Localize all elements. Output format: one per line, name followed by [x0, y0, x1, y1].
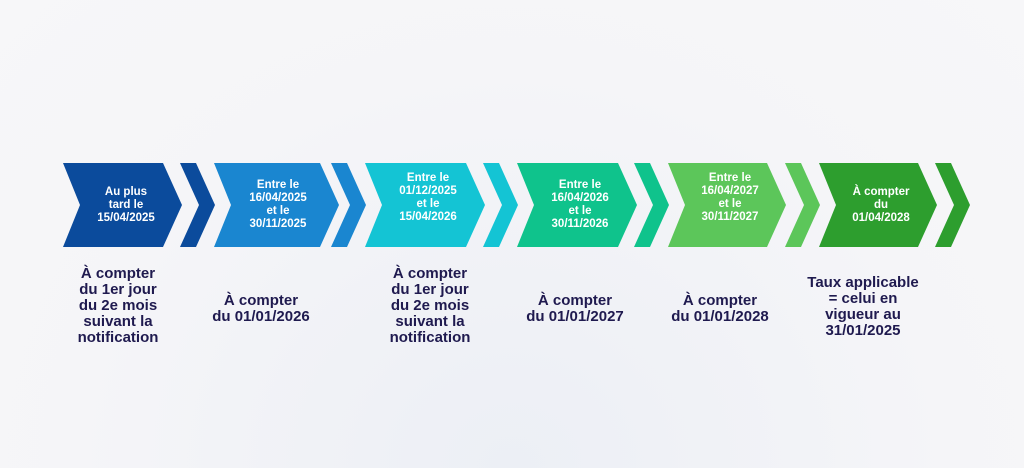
- step-6-arrow: [819, 163, 937, 247]
- step-3-arrow: [365, 163, 485, 247]
- step-4-note: À compter du 01/01/2027: [526, 292, 624, 325]
- step-2-note: À compter du 01/01/2026: [212, 292, 310, 325]
- step-1-chevron: [180, 163, 215, 247]
- step-5-arrow: [668, 163, 786, 247]
- step-5-chevron: [785, 163, 820, 247]
- step-6-label: À compter du 01/04/2028: [852, 185, 910, 224]
- step-4-arrow: [517, 163, 637, 247]
- step-6-chevron: [935, 163, 970, 247]
- step-2-label: Entre le 16/04/2025 et le 30/11/2025: [249, 179, 307, 230]
- step-6-note: Taux applicable = celui en vigueur au 31…: [807, 274, 919, 339]
- step-1-arrow: [63, 163, 182, 247]
- step-3-note: À compter du 1er jour du 2e mois suivant…: [389, 265, 471, 346]
- step-1-label: Au plus tard le 15/04/2025: [97, 185, 155, 224]
- step-2-chevron: [331, 163, 366, 247]
- step-1-note: À compter du 1er jour du 2e mois suivant…: [77, 265, 159, 346]
- step-5-note: À compter du 01/01/2028: [671, 292, 769, 325]
- step-4-label: Entre le 16/04/2026 et le 30/11/2026: [551, 179, 609, 230]
- step-4-chevron: [634, 163, 669, 247]
- step-5-label: Entre le 16/04/2027 et le 30/11/2027: [701, 172, 759, 223]
- step-3-chevron: [483, 163, 518, 247]
- step-3-label: Entre le 01/12/2025 et le 15/04/2026: [399, 172, 457, 223]
- step-2-arrow: [214, 163, 339, 247]
